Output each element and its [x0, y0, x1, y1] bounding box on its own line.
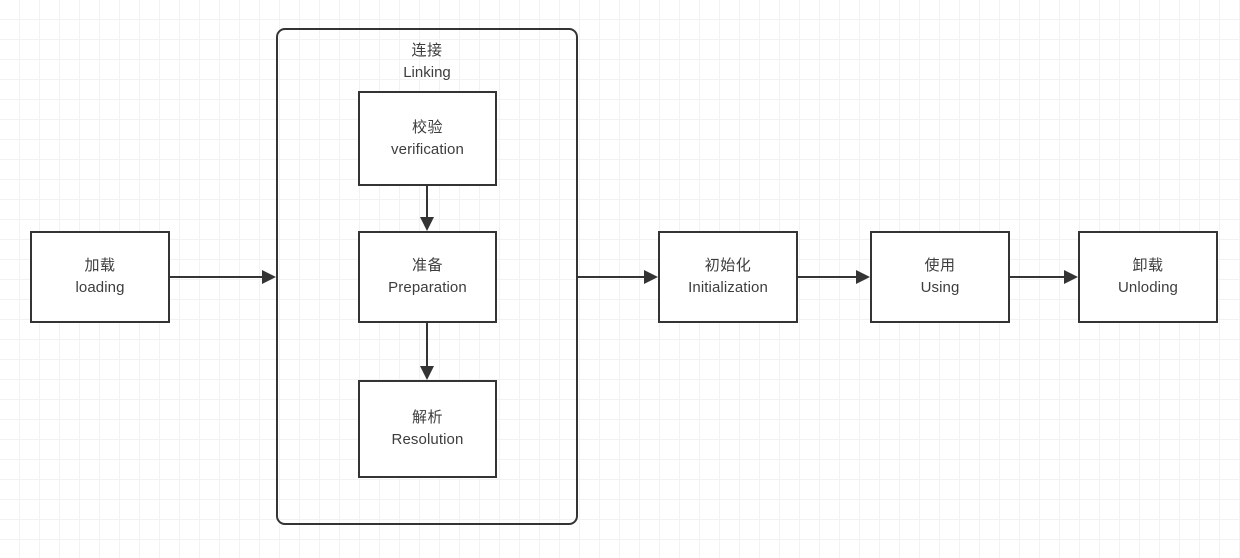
node-verification-label-en: verification — [391, 140, 464, 158]
arrow-line — [578, 276, 644, 278]
arrow-preparation-to-resolution — [414, 323, 440, 380]
node-using-label-cn: 使用 — [924, 257, 956, 275]
arrow-initialization-to-using — [798, 264, 870, 290]
arrow-line — [170, 276, 262, 278]
arrow-loading-to-linking — [170, 264, 276, 290]
arrow-line — [1010, 276, 1064, 278]
node-using[interactable]: 使用 Using — [870, 231, 1010, 323]
node-initialization-label-en: Initialization — [688, 279, 768, 296]
node-unloding-label-en: Unloding — [1117, 279, 1178, 296]
node-initialization-label-cn: 初始化 — [704, 257, 752, 275]
group-linking-label-en: Linking — [403, 63, 451, 81]
arrow-linking-to-initialization — [578, 264, 658, 290]
node-loading-label-cn: 加载 — [84, 257, 116, 275]
arrow-head-icon — [1064, 270, 1078, 284]
arrow-line — [798, 276, 856, 278]
node-using-label-en: Using — [920, 279, 960, 296]
group-linking-label-cn: 连接 — [411, 42, 443, 59]
node-unloding-label-cn: 卸载 — [1132, 257, 1164, 275]
node-preparation[interactable]: 准备 Preparation — [358, 231, 497, 323]
arrow-head-icon — [420, 217, 434, 231]
node-verification-label-cn: 校验 — [411, 118, 443, 136]
arrow-head-icon — [420, 366, 434, 380]
node-preparation-label-cn: 准备 — [411, 257, 443, 275]
arrow-head-icon — [856, 270, 870, 284]
arrow-line — [426, 186, 428, 219]
group-linking[interactable] — [276, 28, 578, 525]
arrow-line — [426, 323, 428, 368]
node-loading-label-en: loading — [75, 279, 125, 296]
group-linking-label: 连接 Linking — [276, 40, 578, 84]
node-resolution-label-en: Resolution — [391, 431, 464, 448]
node-preparation-label-en: Preparation — [388, 279, 467, 296]
arrow-verification-to-preparation — [414, 186, 440, 231]
node-verification[interactable]: 校验 verification — [358, 91, 497, 186]
node-unloding[interactable]: 卸载 Unloding — [1078, 231, 1218, 323]
arrow-using-to-unloding — [1010, 264, 1078, 290]
arrow-head-icon — [644, 270, 658, 284]
arrow-head-icon — [262, 270, 276, 284]
node-initialization[interactable]: 初始化 Initialization — [658, 231, 798, 323]
node-resolution-label-cn: 解析 — [411, 409, 443, 427]
node-resolution[interactable]: 解析 Resolution — [358, 380, 497, 478]
node-loading[interactable]: 加载 loading — [30, 231, 170, 323]
